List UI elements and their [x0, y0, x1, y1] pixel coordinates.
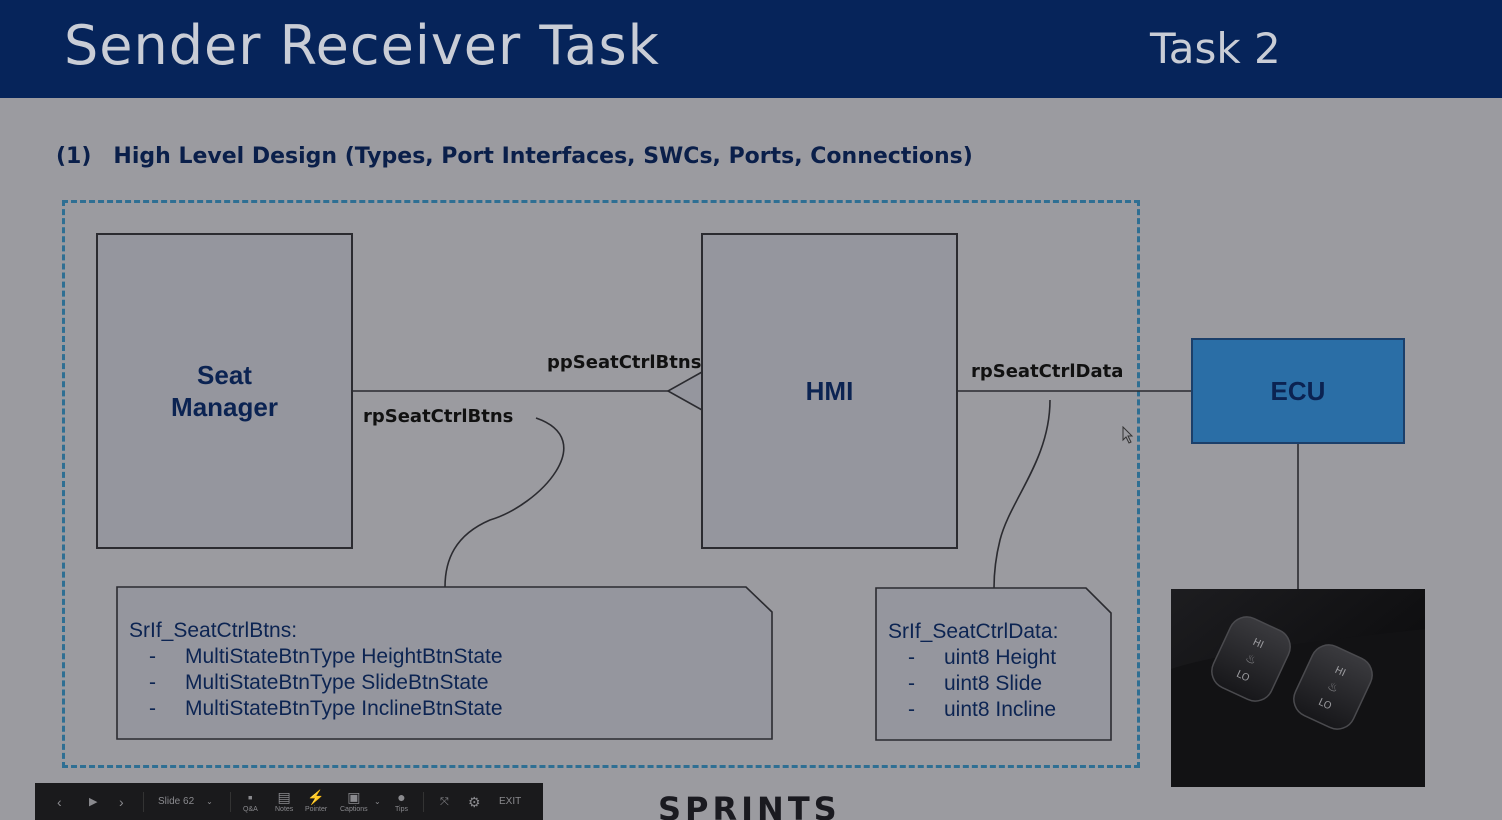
note-btns-item-1: MultiStateBtnType HeightBtnState: [185, 645, 503, 668]
pointer-icon: ⚡: [307, 789, 325, 805]
qa-button[interactable]: ▪Q&A: [243, 783, 258, 820]
section-heading: (1) High Level Design (Types, Port Interf…: [56, 144, 973, 169]
gear-icon[interactable]: ⚙: [468, 793, 481, 810]
heater-left-lo: LO: [1235, 669, 1252, 685]
heading-text: High Level Design (Types, Port Interface…: [113, 144, 973, 169]
note-data-item-1: uint8 Height: [944, 646, 1057, 669]
task-label: Task 2: [1150, 24, 1281, 73]
note-data-item-3: uint8 Incline: [944, 698, 1057, 721]
port-label-rp-seat-ctrl-btns: rpSeatCtrlBtns: [363, 406, 514, 427]
next-arrow-icon[interactable]: ›: [119, 793, 124, 810]
qa-label: Q&A: [243, 806, 258, 813]
note-btns-pointer: [444, 417, 565, 588]
pointer-label: Pointer: [305, 806, 328, 813]
heater-left-seat-icon: ♨: [1243, 650, 1259, 667]
swc-hmi: HMI: [701, 233, 958, 549]
note-btns-bullet-3: -: [149, 697, 156, 720]
slide-selector-label: Slide 62: [158, 796, 195, 807]
heater-right-lo: LO: [1317, 697, 1334, 713]
composition-boundary: [62, 200, 1140, 768]
slide-title: Sender Receiver Task: [64, 14, 660, 77]
note-btns-item-2: MultiStateBtnType SlideBtnState: [185, 671, 489, 694]
swc-hmi-label: HMI: [805, 376, 854, 406]
pointer-button[interactable]: ⚡Pointer: [305, 783, 327, 820]
captions-button[interactable]: ▣Captions: [340, 783, 368, 820]
captions-icon: ▣: [347, 789, 361, 805]
captions-label: Captions: [340, 806, 368, 813]
note-data-bullet-3: -: [908, 698, 915, 721]
swc-seat-manager-line2: Manager: [171, 392, 278, 422]
exit-label: EXIT: [499, 796, 522, 807]
note-data-title: SrIf_SeatCtrlData:: [888, 620, 1059, 643]
seat-heater-illustration: HI ♨ LO HI ♨ LO: [1171, 589, 1425, 787]
note-btns-bullet-1: -: [149, 645, 156, 668]
mouse-cursor-icon: [1122, 426, 1134, 444]
tips-label: Tips: [395, 806, 408, 813]
heater-left-hi: HI: [1251, 637, 1265, 651]
note-seat-ctrl-btns: SrIf_SeatCtrlBtns: - MultiStateBtnType H…: [117, 587, 772, 739]
toolbar-divider: [230, 792, 231, 812]
port-label-rp-seat-ctrl-data: rpSeatCtrlData: [971, 361, 1124, 382]
toolbar-divider: [423, 792, 424, 812]
heater-button-right: [1293, 644, 1373, 730]
seat-heater-photo: HI ♨ LO HI ♨ LO: [1171, 589, 1425, 787]
ecu-box: ECU: [1191, 338, 1405, 444]
captions-dropdown-icon[interactable]: ⌄: [374, 797, 381, 806]
heater-right-seat-icon: ♨: [1325, 678, 1341, 695]
notes-label: Notes: [275, 806, 294, 813]
note-btns-bullet-2: -: [149, 671, 156, 694]
chat-icon: ▪: [247, 789, 253, 805]
prev-arrow-icon[interactable]: ‹: [57, 793, 62, 810]
exit-button[interactable]: EXIT: [499, 783, 521, 820]
port-pp-hmi-triangle: [666, 370, 703, 412]
note-data-shape: [875, 587, 1112, 741]
presentation-toolbar: ‹ ▶ › Slide 62 ⌄ ▪Q&A ▤Notes ⚡Pointer ▣C…: [35, 783, 543, 820]
ecu-label: ECU: [1270, 375, 1326, 406]
notes-icon: ▤: [277, 789, 291, 805]
fullscreen-icon[interactable]: ⤧: [440, 795, 449, 808]
tips-button[interactable]: ●Tips: [395, 783, 408, 820]
notes-button[interactable]: ▤Notes: [275, 783, 293, 820]
slide-header: Sender Receiver Task Task 2: [0, 0, 1502, 98]
note-data-bullet-2: -: [908, 672, 915, 695]
slide-selector[interactable]: Slide 62 ⌄: [158, 783, 213, 820]
note-seat-ctrl-data: SrIf_SeatCtrlData: - uint8 Height - uint…: [876, 588, 1111, 740]
toolbar-divider: [143, 792, 144, 812]
note-data-pointer: [993, 399, 1051, 589]
heater-button-left: [1211, 616, 1291, 702]
play-icon[interactable]: ▶: [89, 795, 98, 808]
note-data-bullet-1: -: [908, 646, 915, 669]
heater-right-hi: HI: [1333, 665, 1347, 679]
chevron-down-icon: ⌄: [206, 797, 213, 806]
sprints-logo: SPRINTS: [658, 790, 841, 820]
note-data-item-2: uint8 Slide: [944, 672, 1043, 695]
swc-seat-manager-line1: Seat: [197, 360, 252, 390]
note-btns-shape: [116, 586, 773, 740]
port-label-pp-seat-ctrl-btns: ppSeatCtrlBtns: [547, 352, 702, 373]
note-btns-item-3: MultiStateBtnType InclineBtnState: [185, 697, 503, 720]
heading-number: (1): [56, 144, 92, 169]
info-icon: ●: [397, 789, 406, 805]
note-btns-title: SrIf_SeatCtrlBtns:: [129, 619, 298, 642]
